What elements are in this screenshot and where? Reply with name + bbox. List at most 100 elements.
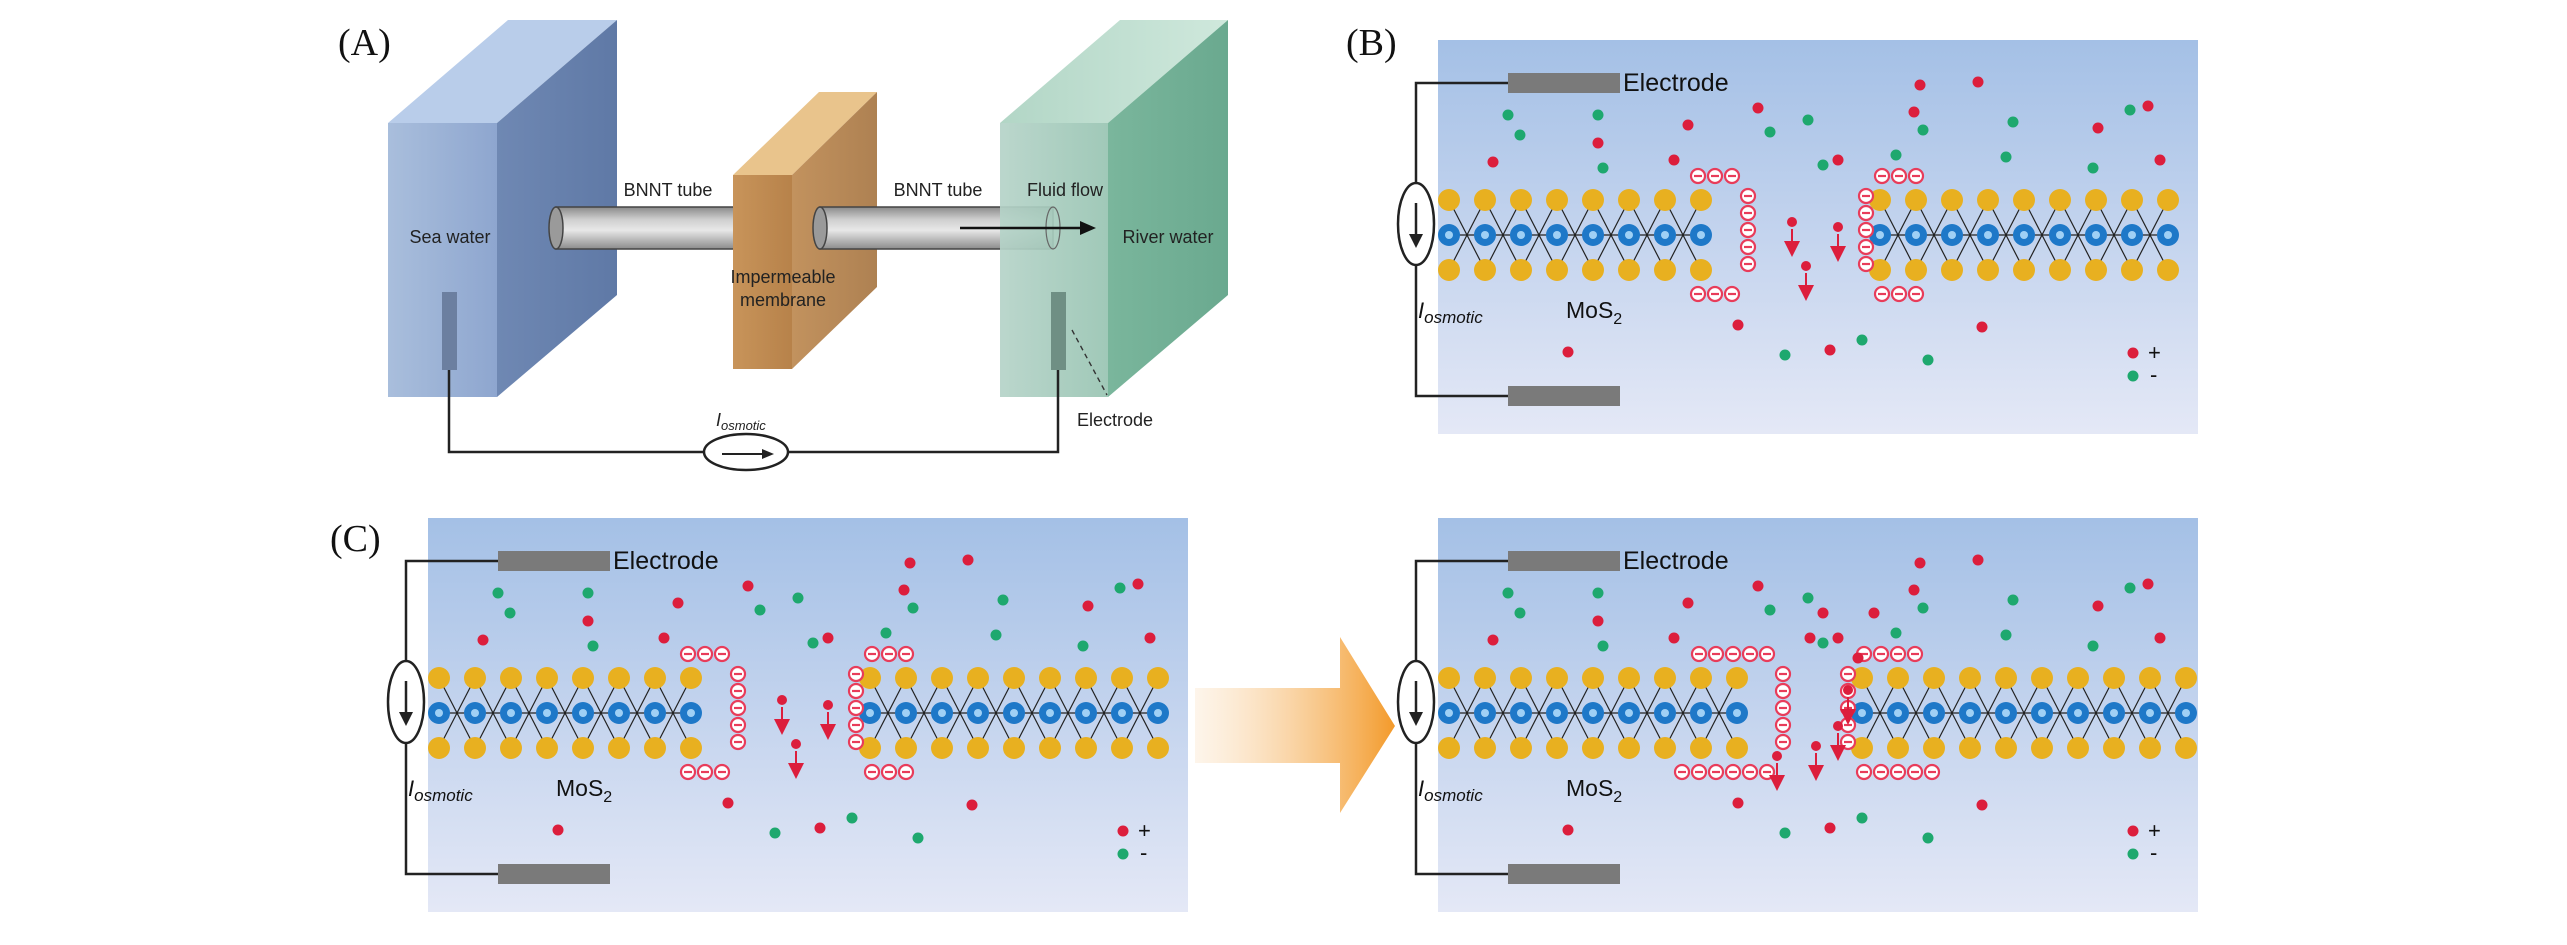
molybdenum-highlight <box>1894 709 1902 717</box>
cation <box>1082 600 1094 612</box>
sulfur-atom <box>1887 737 1909 759</box>
electrode-top <box>1508 73 1620 93</box>
negative-charge <box>1689 167 1707 185</box>
molybdenum-highlight <box>1697 231 1705 239</box>
molybdenum-highlight <box>1948 231 1956 239</box>
river-water-electrode <box>1051 292 1066 370</box>
negative-charge <box>1707 645 1725 663</box>
molybdenum-highlight <box>1517 231 1525 239</box>
cation <box>898 584 910 596</box>
anion <box>1922 832 1934 844</box>
sulfur-atom <box>1582 737 1604 759</box>
negative-charge <box>1706 285 1724 303</box>
cation <box>1732 319 1744 331</box>
anion <box>1890 627 1902 639</box>
bnnt-tube-right-label: BNNT tube <box>894 180 983 200</box>
sulfur-atom <box>1510 189 1532 211</box>
sulfur-atom <box>2103 737 2125 759</box>
molybdenum-highlight <box>1625 231 1633 239</box>
molybdenum-highlight <box>1553 231 1561 239</box>
negative-charge <box>713 763 731 781</box>
negative-charge <box>1839 665 1857 683</box>
current-label: Iosmotic <box>1418 776 1483 805</box>
cation <box>1914 557 1926 569</box>
river-water-box: River water Fluid flow <box>1000 20 1228 397</box>
molybdenum-highlight <box>938 709 946 717</box>
molybdenum-highlight <box>1118 709 1126 717</box>
negative-charge <box>729 682 747 700</box>
negative-charge <box>1890 285 1908 303</box>
cation <box>1824 822 1836 834</box>
anion <box>997 594 1009 606</box>
circuit-wire-upper <box>1414 559 1508 661</box>
negative-charge <box>1774 665 1792 683</box>
anion <box>769 827 781 839</box>
anion <box>1856 334 1868 346</box>
legend-cation-dot <box>2127 825 2139 837</box>
negative-charge <box>1739 255 1757 273</box>
sulfur-atom <box>1474 259 1496 281</box>
anion <box>1817 159 1829 171</box>
cation-moving <box>1833 222 1843 232</box>
mos2-lattice <box>1438 189 2179 281</box>
anion <box>1764 604 1776 616</box>
circuit-wire-a <box>447 370 1060 454</box>
cation <box>1668 154 1680 166</box>
negative-charge <box>1739 238 1757 256</box>
cation <box>658 632 670 644</box>
cation <box>1487 634 1499 646</box>
negative-charge <box>1906 645 1924 663</box>
sulfur-atom <box>1654 189 1676 211</box>
negative-charge <box>1873 167 1891 185</box>
negative-charge <box>713 645 731 663</box>
mos2-lattice <box>1438 667 2197 759</box>
sulfur-atom <box>428 737 450 759</box>
cation <box>1752 102 1764 114</box>
sulfur-atom <box>1654 259 1676 281</box>
circuit-wire-lower <box>1414 264 1508 398</box>
cation <box>2142 578 2154 590</box>
negative-charge <box>847 665 865 683</box>
sulfur-atom <box>931 667 953 689</box>
electrode-bottom <box>498 864 610 884</box>
sulfur-atom <box>1690 667 1712 689</box>
molybdenum-highlight <box>1553 709 1561 717</box>
sulfur-atom <box>428 667 450 689</box>
negative-charge <box>1855 763 1873 781</box>
electrode-pointer <box>1071 329 1108 396</box>
sulfur-atom <box>1474 737 1496 759</box>
negative-charge <box>679 645 697 663</box>
negative-charge <box>696 763 714 781</box>
negative-charge <box>1907 167 1925 185</box>
molybdenum-highlight <box>866 709 874 717</box>
sulfur-atom <box>1147 737 1169 759</box>
anion <box>582 587 594 599</box>
negative-charge <box>1724 645 1742 663</box>
molybdenum-highlight <box>2146 709 2154 717</box>
cation <box>2092 122 2104 134</box>
sulfur-atom <box>1654 737 1676 759</box>
anion <box>990 629 1002 641</box>
sulfur-atom <box>1111 667 1133 689</box>
sulfur-atom <box>2031 737 2053 759</box>
molybdenum-highlight <box>471 709 479 717</box>
cation <box>1914 79 1926 91</box>
sulfur-atom <box>1869 189 1891 211</box>
cation-moving <box>1801 261 1811 271</box>
cation <box>1562 824 1574 836</box>
negative-charge <box>1889 645 1907 663</box>
sulfur-atom <box>1546 667 1568 689</box>
cation <box>1908 106 1920 118</box>
sulfur-atom <box>859 737 881 759</box>
panel-label-b: (B) <box>1346 22 1397 64</box>
negative-charge <box>1872 763 1890 781</box>
anion <box>2007 594 2019 606</box>
negative-charge <box>880 763 898 781</box>
river-water-label: River water <box>1122 227 1213 247</box>
sulfur-atom <box>2175 667 2197 689</box>
transition-arrow <box>1195 637 1395 813</box>
sulfur-atom <box>1995 667 2017 689</box>
sulfur-atom <box>1546 189 1568 211</box>
anion <box>1077 640 1089 652</box>
electrode-top <box>498 551 610 571</box>
